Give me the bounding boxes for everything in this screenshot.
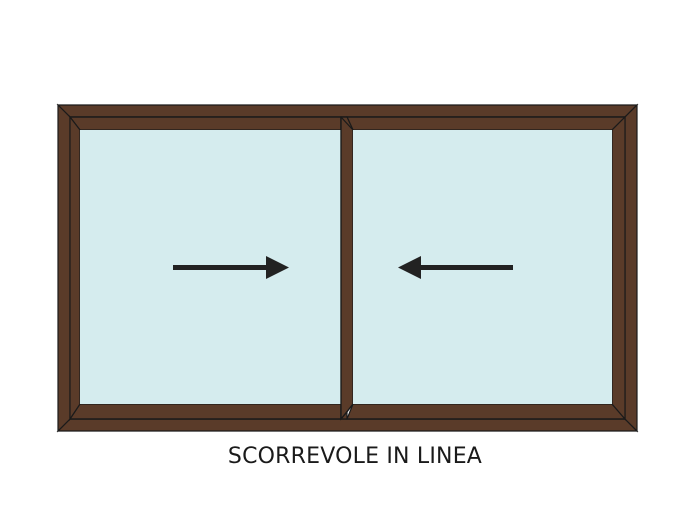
arrow-left-icon: [398, 256, 513, 279]
right-sash: [340, 115, 627, 421]
arrow-right-icon: [173, 256, 289, 279]
diagram-caption: SCORREVOLE IN LINEA: [227, 444, 483, 469]
